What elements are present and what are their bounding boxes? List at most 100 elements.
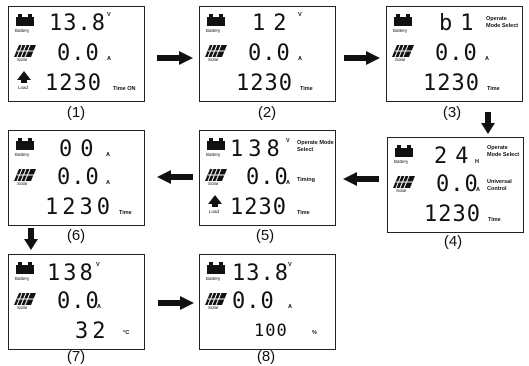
timing-label: Timing	[297, 177, 315, 183]
solar-label: Solar	[208, 181, 219, 186]
caption-3: (3)	[442, 104, 462, 121]
battery-icon	[207, 14, 225, 26]
caption-7: (7)	[66, 348, 86, 365]
lcd-panel-5: Battery 138 V Operate Mode Select Solar …	[199, 130, 336, 226]
solar-label: Solar	[17, 181, 28, 186]
solar-panel-icon	[392, 45, 414, 57]
solar-panel-icon	[393, 176, 415, 188]
battery-icon	[16, 262, 34, 274]
battery-icon	[16, 14, 34, 26]
unit-bottom: Time	[487, 86, 500, 92]
reading-middle: 0.0	[435, 41, 478, 66]
reading-bottom: 100	[254, 321, 288, 341]
arrow-left-icon	[343, 172, 379, 186]
solar-label: Solar	[395, 57, 406, 62]
solar-panel-icon	[14, 45, 36, 57]
reading-top: 00	[59, 137, 102, 162]
battery-label: Battery	[393, 28, 408, 33]
battery-icon	[395, 145, 413, 157]
reading-middle: 0.0	[57, 41, 100, 66]
lcd-panel-6: Battery 00 A Solar 0.0 A 1230 Time	[8, 130, 145, 226]
reading-bottom: 1230	[230, 195, 287, 220]
unit-middle: A	[97, 304, 101, 310]
caption-2: (2)	[257, 104, 277, 121]
solar-panel-icon	[14, 293, 36, 305]
unit-middle: A	[476, 187, 480, 193]
arrow-left-icon	[157, 170, 193, 184]
arrow-down-icon	[24, 228, 38, 250]
lcd-panel-3: Battery b1 Operate Mode Select Solar 0.0…	[386, 6, 523, 102]
reading-top: 138	[230, 137, 285, 162]
reading-bottom: 1230	[45, 71, 102, 96]
reading-middle: 0.0	[57, 289, 100, 314]
lcd-panel-2: Battery 12 V Solar 0.0 A 1230 Time	[199, 6, 336, 102]
solar-label: Solar	[17, 57, 28, 62]
unit-middle: A	[107, 56, 111, 62]
unit-top: V	[107, 12, 111, 18]
load-label: Load	[209, 209, 220, 214]
caption-8: (8)	[256, 348, 276, 365]
solar-panel-icon	[14, 169, 36, 181]
unit-bottom: °C	[123, 330, 130, 336]
reading-middle: 0.0	[57, 165, 100, 190]
load-label: Load	[18, 85, 29, 90]
unit-top: A	[106, 152, 110, 158]
solar-label: Solar	[208, 57, 219, 62]
unit-middle: A	[286, 180, 290, 186]
unit-middle: A	[106, 180, 110, 186]
lcd-panel-7: Battery 138 V Solar 0.0 A 32 °C	[8, 254, 145, 350]
unit-bottom: Time	[300, 86, 313, 92]
arrow-right-icon	[157, 51, 193, 65]
load-lamp-icon	[208, 195, 222, 207]
reading-middle: 0.0	[436, 172, 479, 197]
arrow-right-icon	[344, 51, 380, 65]
unit-middle: A	[298, 56, 302, 62]
solar-panel-icon	[205, 169, 227, 181]
unit-bottom: Time	[488, 217, 501, 223]
solar-label: Solar	[17, 305, 28, 310]
battery-icon	[207, 262, 225, 274]
reading-top: 138	[47, 261, 96, 286]
reading-bottom: 32	[75, 319, 110, 344]
unit-top: V	[298, 12, 302, 18]
reading-top: b1	[439, 11, 482, 36]
unit-top: V	[288, 262, 292, 268]
mode-label: Operate Mode Select	[486, 16, 519, 30]
reading-middle: 0.0	[248, 41, 291, 66]
reading-top: 13.8	[232, 261, 289, 286]
reading-bottom: 1230	[236, 71, 293, 96]
battery-icon	[16, 138, 34, 150]
mode-label: Operate Mode Select	[297, 140, 334, 154]
battery-label: Battery	[15, 28, 30, 33]
reading-bottom: 1230	[423, 71, 480, 96]
caption-6: (6)	[66, 227, 86, 244]
battery-label: Battery	[15, 152, 30, 157]
unit-middle: A	[288, 304, 292, 310]
reading-bottom: 1230	[45, 195, 114, 220]
caption-4: (4)	[443, 233, 463, 250]
unit-bottom: Time	[119, 210, 132, 216]
lcd-panel-1: Battery 13.8 V Solar 0.0 A Load 1230 Tim…	[8, 6, 145, 102]
battery-icon	[394, 14, 412, 26]
battery-icon	[207, 138, 225, 150]
battery-label: Battery	[15, 276, 30, 281]
unit-top: V	[96, 262, 100, 268]
reading-top: 13.8	[49, 11, 106, 36]
unit-bottom: %	[312, 330, 317, 336]
battery-label: Battery	[206, 28, 221, 33]
solar-label: Solar	[396, 188, 407, 193]
caption-1: (1)	[66, 104, 86, 121]
arrow-right-icon	[158, 296, 194, 310]
reading-middle: 0.0	[246, 165, 289, 190]
solar-panel-icon	[205, 293, 227, 305]
reading-top: 24	[434, 144, 477, 169]
unit-top: V	[286, 138, 290, 144]
arrow-down-icon	[481, 112, 495, 134]
reading-middle: 0.0	[232, 289, 275, 314]
battery-label: Battery	[394, 159, 409, 164]
reading-top: 12	[252, 11, 295, 36]
mode-label: Operate Mode Select	[487, 145, 520, 159]
caption-5: (5)	[255, 227, 275, 244]
solar-label: Solar	[208, 305, 219, 310]
unit-bottom: Time ON	[113, 86, 136, 92]
